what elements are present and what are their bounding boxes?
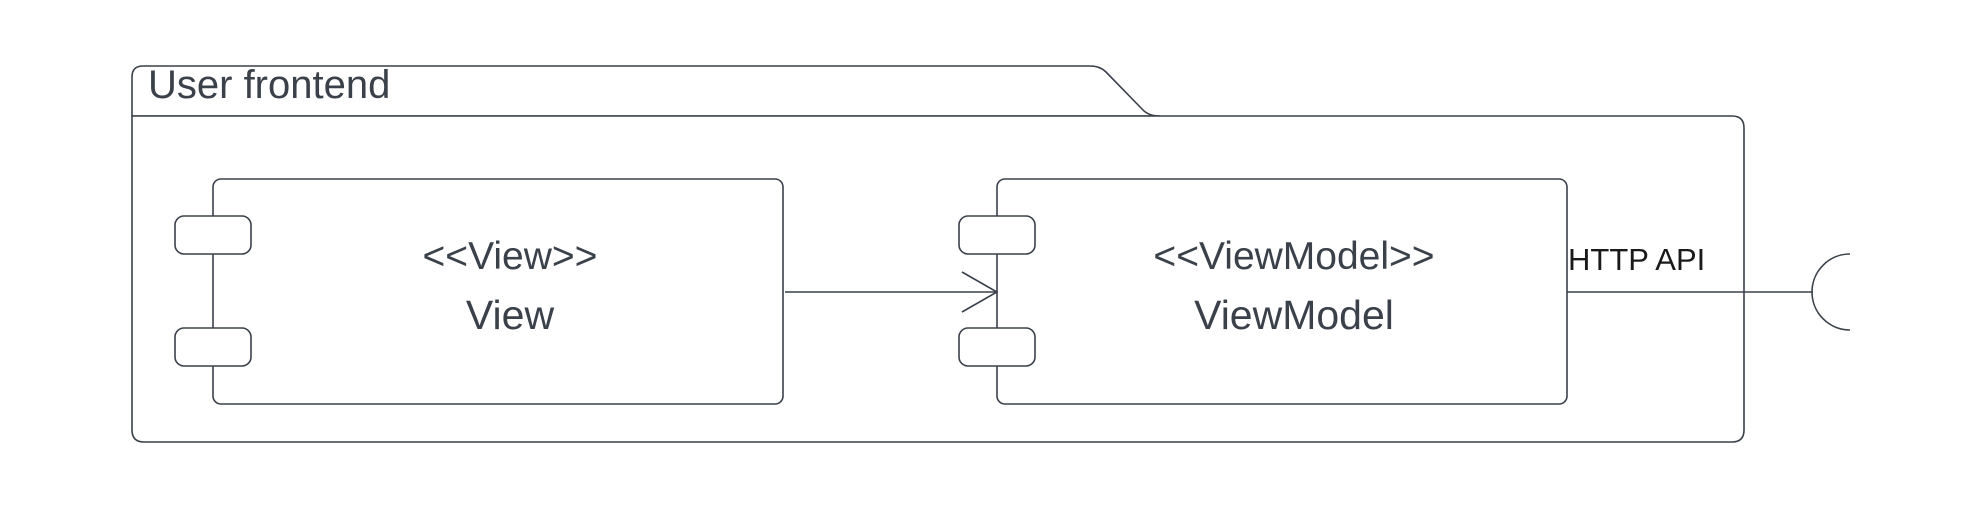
- arrow-head: [961, 271, 999, 313]
- component-viewmodel: <<ViewModel>> ViewModel: [958, 178, 1568, 405]
- socket-icon: [1811, 253, 1851, 331]
- package-tab: [131, 65, 1161, 117]
- dependency-arrow: [785, 271, 999, 313]
- interface-label: HTTP API: [1568, 242, 1705, 277]
- port-bottom: [958, 327, 1036, 367]
- component-stereotype: <<View>>: [423, 235, 598, 278]
- required-interface: HTTP API: [1567, 242, 1851, 331]
- component-view: <<View>> View: [174, 178, 784, 405]
- component-name: View: [466, 292, 555, 338]
- component-stereotype: <<ViewModel>>: [1153, 235, 1434, 278]
- port-bottom: [174, 327, 252, 367]
- package-title: User frontend: [148, 63, 390, 107]
- port-top: [958, 215, 1036, 255]
- component-body: [212, 178, 784, 405]
- port-top: [174, 215, 252, 255]
- component-name: ViewModel: [1194, 292, 1394, 338]
